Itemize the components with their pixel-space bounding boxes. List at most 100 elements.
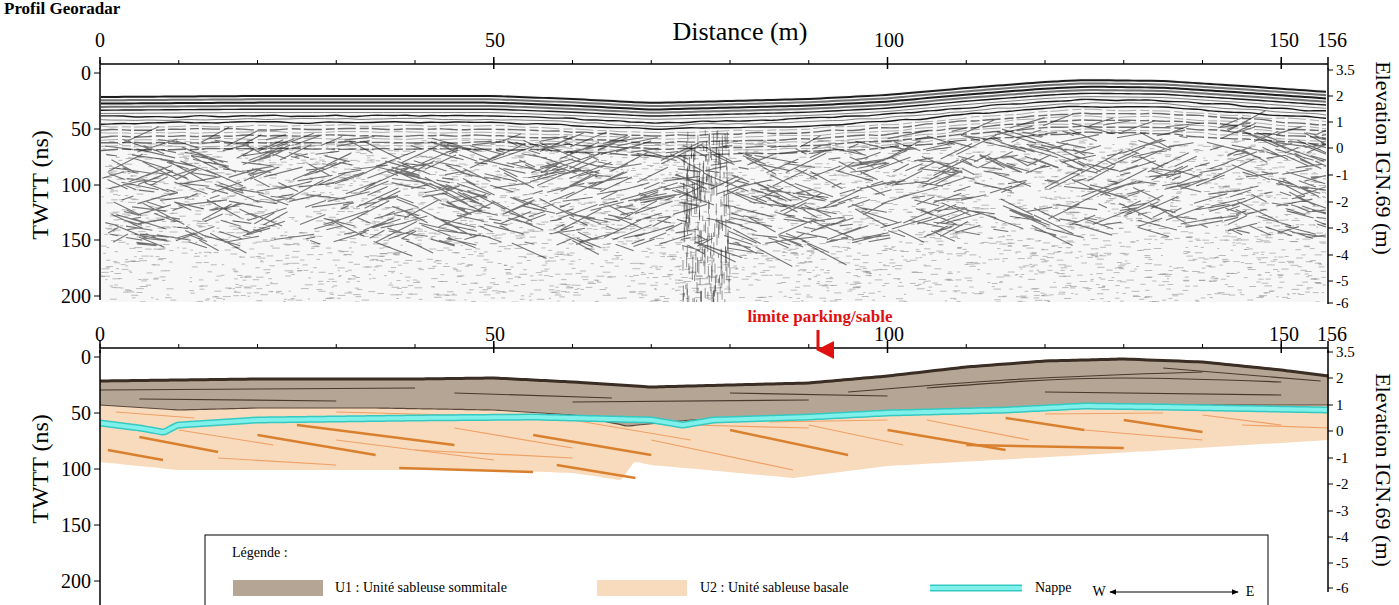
axis-tick [1328,255,1333,256]
axis-tick [257,344,258,348]
axis-line [1327,350,1329,592]
axis-tick [1328,281,1333,282]
axis-tick [1328,458,1333,459]
direction-arrow [1110,592,1238,593]
u2-reflector [258,435,376,455]
u1-reflector [927,378,1281,388]
axis-tick [178,344,179,348]
u2-reflector [139,437,218,452]
annotation: limite parking/sable [748,308,893,327]
axis-tick [336,344,337,348]
axis-tick [572,60,573,64]
tick-label: 3.5 [1336,62,1355,79]
axis-tick [1281,57,1283,69]
axis-tick [1328,563,1333,564]
tick-label: 50 [485,323,505,345]
axis-tick [99,57,101,69]
tick-label: 1 [1336,114,1344,131]
u1-reflector [730,393,888,396]
tick-label: 156 [1317,323,1347,345]
axis-tick [257,60,258,64]
u2-reflector [108,450,163,460]
axis-tick [415,60,416,64]
axis-title: TWTT (ns) [27,414,53,524]
u1-reflector [573,400,809,402]
axis-tick [651,60,652,64]
axis-tick [1328,405,1333,406]
tick-label: 100 [874,29,904,51]
axis-tick [1328,484,1333,485]
axis-tick [1328,122,1333,123]
axis-tick [94,581,100,582]
u1-reflector [139,399,336,401]
axes [94,57,1333,605]
legend-line-sample [930,586,1022,590]
u2-reflector [116,412,195,418]
axis-tick [94,73,100,74]
ground-surface [100,359,1329,387]
tick-label: 0 [95,323,105,345]
tick-label: 0 [95,29,105,51]
axis-tick [1328,431,1333,432]
tick-label: 0 [81,62,91,84]
axis-tick [94,185,100,186]
axis-tick [1045,344,1046,348]
axis-line [1327,68,1329,304]
interpretation-section [100,359,1329,480]
tick-label: -3 [1336,503,1349,520]
u2-reflector [1124,420,1203,432]
tick-label: -4 [1336,247,1349,264]
axis-tick [1328,537,1333,538]
u2-reflector [691,425,809,428]
u2-reflector [809,425,904,445]
u1-reflector [1045,392,1281,395]
tick-label: 100 [61,174,91,196]
axis-tick [730,344,731,348]
axis-tick [1327,57,1329,69]
tick-label: 50 [71,118,91,140]
tick-label: -4 [1336,529,1349,546]
axis-tick [651,344,652,348]
limit-arrow [817,330,820,350]
axis-tick [1328,96,1333,97]
direction-label: E [1246,584,1255,599]
axis-tick [966,60,967,64]
axis-line [99,350,101,605]
axis-tick [1328,588,1333,589]
tick-label: -1 [1336,450,1349,467]
u2-reflector [218,458,336,465]
legend-swatch [597,580,687,596]
tick-label: 0 [81,346,91,368]
axis-tick [94,240,100,241]
tick-label: -1 [1336,167,1349,184]
axis-tick [336,60,337,64]
axis-tick [1328,175,1333,176]
axis-tick [572,344,573,348]
u1-reflector [1163,368,1321,381]
axis-title: Elevation IGN.69 (m) [1371,61,1395,255]
u2-reflector [1203,415,1282,425]
u2-reflector [399,468,533,472]
tick-label: 1 [1336,397,1344,414]
axis-tick [1202,344,1203,348]
legend-box [205,535,1268,605]
tick-label: 3.5 [1336,344,1355,361]
axis-tick [415,344,416,348]
tick-label: -6 [1336,580,1349,597]
tick-label: 150 [61,229,91,251]
tick-label: 2 [1336,370,1344,387]
axis-tick [94,469,100,470]
axis-tick [1328,148,1333,149]
axis-line [99,68,101,300]
axis-tick [808,60,809,64]
tick-label: 100 [874,323,904,345]
axis-tick [1328,202,1333,203]
tick-label: 50 [71,402,91,424]
tick-label: 50 [485,29,505,51]
u2-reflector [1084,430,1202,440]
axis-tick [1123,60,1124,64]
axis-line [100,63,1328,65]
axis-tick [94,413,100,414]
